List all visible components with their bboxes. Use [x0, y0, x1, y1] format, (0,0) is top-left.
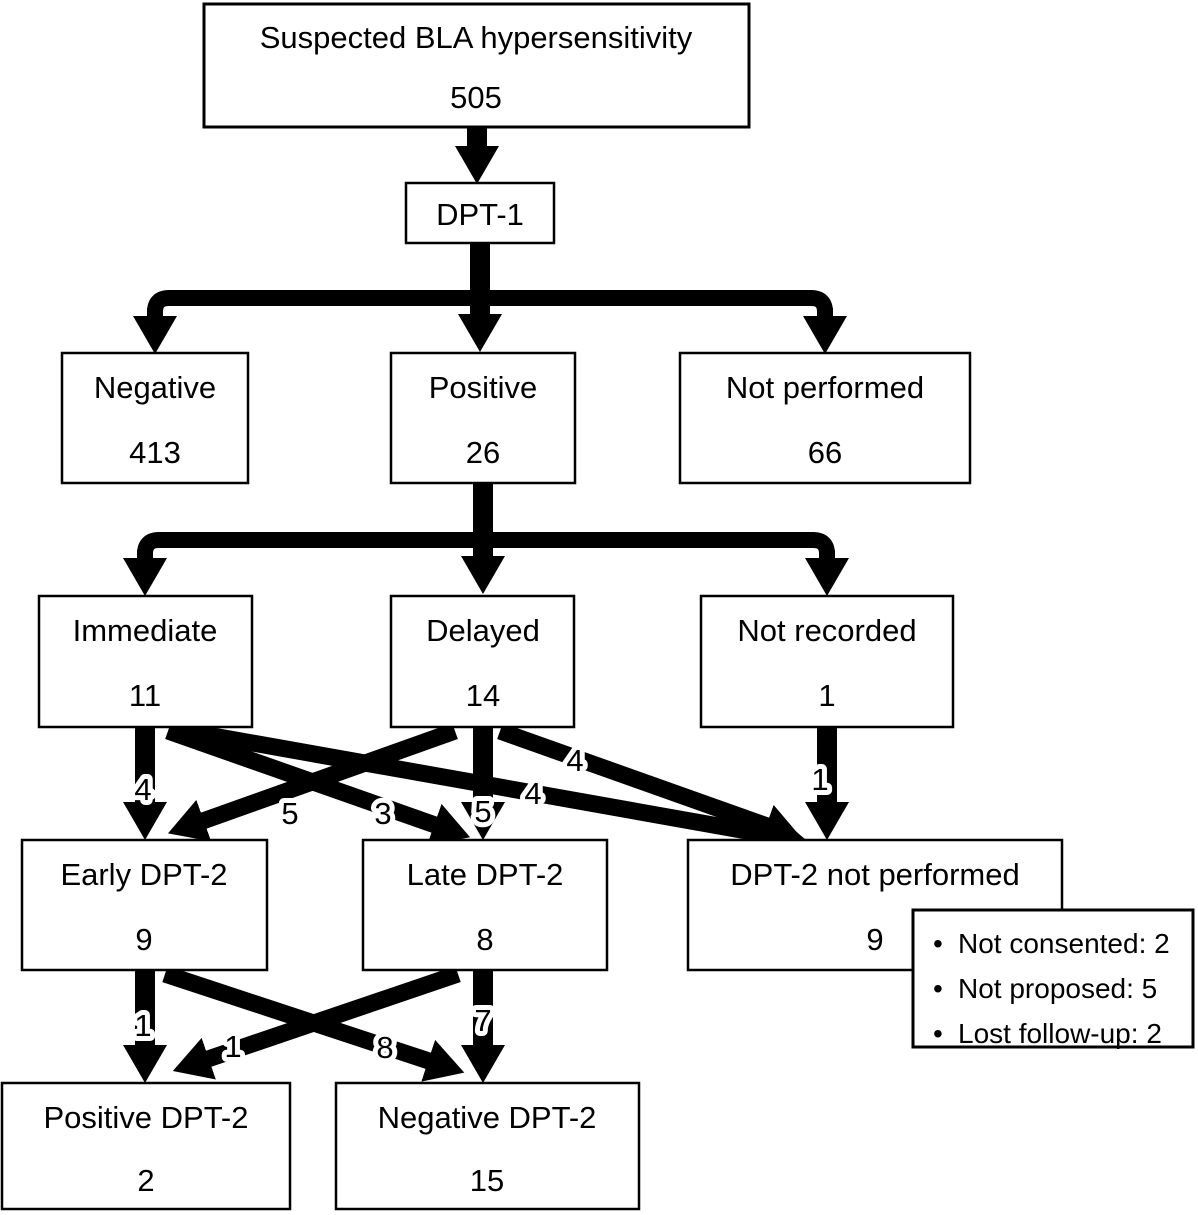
node-early-dpt2-value: 9: [135, 922, 152, 957]
node-suspected: Suspected BLA hypersensitivity 505: [202, 2, 751, 129]
node-early-dpt2: Early DPT-2 9: [20, 838, 269, 972]
node-suspected-label: Suspected BLA hypersensitivity: [260, 20, 693, 55]
edge-delayed-to-early: [167, 722, 458, 842]
edge-label-delayed-to-late: 5: [474, 794, 491, 829]
edge-delayed-to-dpt2-not-performed: [497, 722, 803, 847]
node-delayed-label: Delayed: [426, 613, 540, 648]
node-positive-dpt2-box: [0, 1081, 292, 1211]
node-late-dpt2-value: 8: [476, 922, 493, 957]
node-suspected-box: [202, 2, 751, 129]
node-negative-dpt2-box: [334, 1081, 641, 1211]
node-dpt1-box: [404, 181, 556, 245]
node-dpt1-label: DPT-1: [436, 197, 524, 232]
node-dpt2-not-performed-value: 9: [866, 922, 883, 957]
node-dpt1: DPT-1: [404, 181, 556, 245]
node-negative-label: Negative: [94, 370, 216, 405]
edge-label-late-to-positive: 1: [224, 1029, 241, 1064]
edge-label-immediate-to-not-performed: 4: [524, 776, 541, 811]
node-positive-dpt2: Positive DPT-2 2: [0, 1081, 292, 1211]
node-negative-dpt2: Negative DPT-2 15: [334, 1081, 641, 1211]
node-not-recorded-label: Not recorded: [737, 613, 916, 648]
node-not-performed: Not performed 66: [678, 351, 972, 485]
node-not-performed-box: [678, 351, 972, 485]
node-negative-value: 413: [129, 435, 181, 470]
edge-label-early-to-positive: 1: [134, 1008, 151, 1043]
node-immediate-box: [37, 594, 254, 729]
node-dpt2-not-performed-label: DPT-2 not performed: [730, 857, 1019, 892]
edge-early-to-negative-dpt2: [162, 965, 465, 1082]
node-immediate-value: 11: [129, 678, 161, 713]
bullet-icon: •: [933, 1018, 943, 1049]
edge-label-immediate-to-early: 4: [134, 772, 151, 807]
node-immediate-label: Immediate: [73, 613, 218, 648]
edges: [123, 126, 849, 1083]
note-line-3-text: Lost follow-up: 2: [958, 1018, 1162, 1049]
edge-label-delayed-to-early: 5: [281, 796, 298, 831]
node-not-performed-value: 66: [808, 435, 842, 470]
bullet-icon: •: [933, 973, 943, 1004]
node-positive-label: Positive: [429, 370, 538, 405]
node-positive-dpt2-value: 2: [137, 1163, 154, 1198]
node-suspected-value: 505: [450, 80, 502, 115]
node-negative-dpt2-value: 15: [470, 1163, 504, 1198]
bullet-icon: •: [933, 928, 943, 959]
edge-label-delayed-to-not-performed: 4: [566, 743, 583, 778]
node-negative: Negative 413: [60, 351, 250, 485]
note-line-2: • Not proposed: 5: [933, 973, 1157, 1004]
node-immediate: Immediate 11: [37, 594, 254, 729]
note-box: • Not consented: 2 • Not proposed: 5 • L…: [911, 908, 1195, 1049]
edge-label-late-to-negative: 7: [474, 1003, 491, 1038]
node-not-recorded-value: 1: [818, 678, 835, 713]
node-not-performed-label: Not performed: [726, 370, 924, 405]
node-early-dpt2-box: [20, 838, 269, 972]
node-late-dpt2: Late DPT-2 8: [361, 838, 609, 972]
edge-late-to-positive-dpt2: [172, 965, 461, 1080]
node-delayed-value: 14: [466, 678, 500, 713]
node-delayed-box: [389, 594, 576, 729]
note-line-2-text: Not proposed: 5: [958, 973, 1157, 1004]
node-late-dpt2-label: Late DPT-2: [407, 857, 564, 892]
note-box-rect: [911, 908, 1195, 1049]
note-line-1-text: Not consented: 2: [958, 928, 1170, 959]
node-positive-box: [389, 351, 577, 485]
node-negative-box: [60, 351, 250, 485]
node-not-recorded: Not recorded 1: [699, 594, 955, 729]
note-line-1: • Not consented: 2: [933, 928, 1170, 959]
node-early-dpt2-label: Early DPT-2: [60, 857, 227, 892]
edge-label-not-recorded-to-not-performed: 1: [811, 762, 828, 797]
node-negative-dpt2-label: Negative DPT-2: [378, 1100, 597, 1135]
edge-label-early-to-negative: 8: [376, 1030, 393, 1065]
node-delayed: Delayed 14: [389, 594, 576, 729]
node-positive-value: 26: [466, 435, 500, 470]
node-positive: Positive 26: [389, 351, 577, 485]
edge-label-immediate-to-late: 3: [374, 796, 391, 831]
node-late-dpt2-box: [361, 838, 609, 972]
node-not-recorded-box: [699, 594, 955, 729]
note-line-3: • Lost follow-up: 2: [933, 1018, 1162, 1049]
node-positive-dpt2-label: Positive DPT-2: [43, 1100, 248, 1135]
